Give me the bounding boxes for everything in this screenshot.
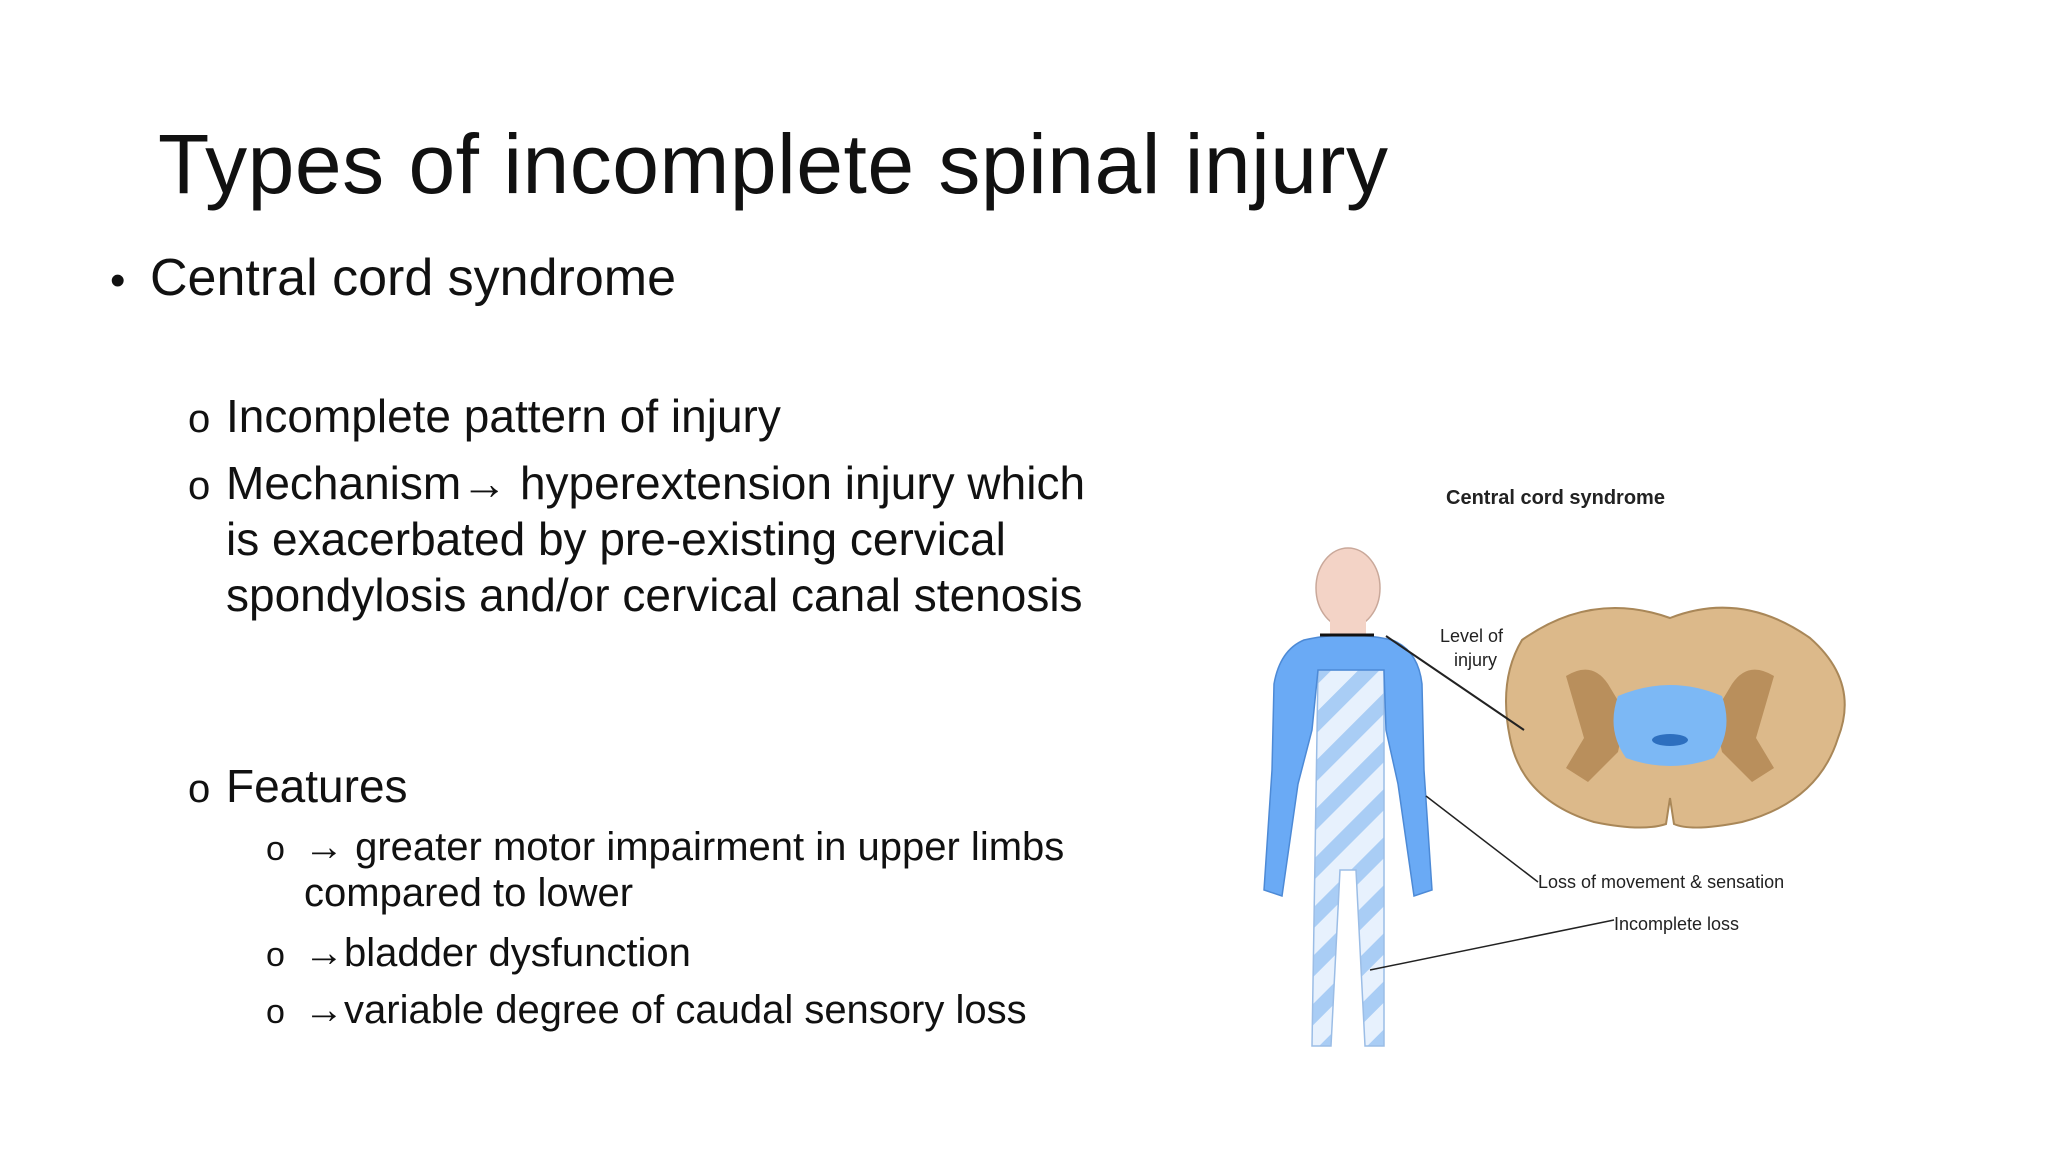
sub-bullet-text: Mechanism→ hyperextension injury which i… [226, 457, 1086, 621]
bullet-central-cord-syndrome: • Central cord syndrome [110, 248, 676, 308]
feature-text: →bladder dysfunction [304, 931, 691, 975]
figure-svg: Central cord syndrome Level of injury Lo… [1263, 487, 1846, 1047]
right-grey-matter [1714, 669, 1774, 782]
central-canal [1652, 734, 1688, 746]
head [1315, 547, 1381, 629]
feature-item-motor: o → greater motor impairment in upper li… [266, 824, 1106, 916]
sub-bullet-marker: o [188, 464, 211, 508]
sub-bullet-marker: o [188, 397, 211, 441]
feature-item-bladder: o →bladder dysfunction [266, 930, 1116, 978]
left-grey-matter [1566, 669, 1626, 782]
figure-title: Central cord syndrome [1446, 487, 1665, 509]
feature-marker: o [266, 993, 285, 1031]
level-pointer-line [1385, 635, 1525, 731]
neck [1330, 618, 1366, 638]
feature-marker: o [266, 936, 285, 974]
feature-item-sensory: o →variable degree of caudal sensory los… [266, 987, 1116, 1035]
sub-bullet-incomplete-pattern: o Incomplete pattern of injury [188, 388, 1108, 447]
label-level-line1: Level of [1440, 626, 1504, 646]
feature-text: → greater motor impairment in upper limb… [304, 825, 1065, 915]
sub-bullet-text: Incomplete pattern of injury [226, 390, 781, 442]
bullet-marker: • [110, 256, 126, 305]
label-incomplete: Incomplete loss [1614, 914, 1739, 934]
sub-bullet-text: Features [226, 760, 408, 812]
incomplete-pointer-line [1369, 919, 1615, 971]
loss-pointer-line [1425, 795, 1539, 883]
label-loss: Loss of movement & sensation [1538, 872, 1784, 892]
spinal-cord-cross-section [1505, 606, 1846, 829]
sub-bullet-mechanism: o Mechanism→ hyperextension injury which… [188, 455, 1088, 623]
feature-text: →variable degree of caudal sensory loss [304, 988, 1027, 1032]
human-body-back-view [1263, 547, 1433, 1047]
central-lesion [1613, 685, 1727, 766]
central-cord-syndrome-figure: Central cord syndrome Level of injury Lo… [1222, 470, 1902, 1090]
hatched-lower-body [1311, 669, 1385, 1047]
sub-bullet-features: o Features [188, 758, 1108, 817]
bullet-text: Central cord syndrome [150, 249, 676, 307]
label-level-line2: injury [1454, 650, 1497, 670]
sub-bullet-marker: o [188, 767, 211, 811]
feature-marker: o [266, 830, 285, 868]
slide-title: Types of incomplete spinal injury [158, 117, 1389, 211]
